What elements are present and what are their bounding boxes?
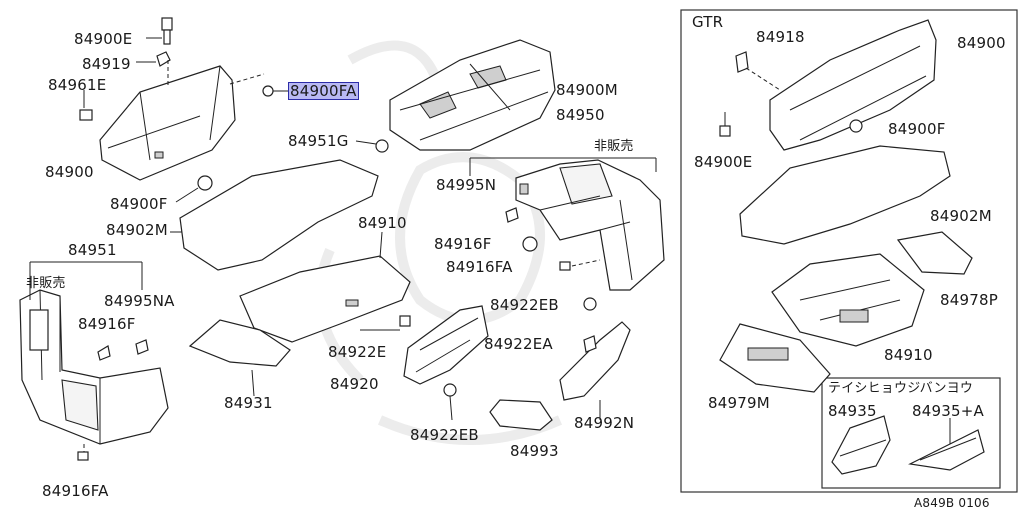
label-not-sold-left: 非販売 <box>26 276 66 291</box>
label-84931[interactable]: 84931 <box>224 394 273 412</box>
clip-84995na <box>135 339 149 355</box>
clip-84922eb-top <box>583 297 597 311</box>
clip-84922e <box>399 315 411 327</box>
clip-84900f-left <box>175 175 213 203</box>
clip-84919 <box>156 51 171 67</box>
label-84902m-right[interactable]: 84902M <box>930 207 992 225</box>
clip-84900fa <box>262 85 288 97</box>
label-84922ea[interactable]: 84922EA <box>484 335 553 353</box>
label-84900e-top[interactable]: 84900E <box>74 30 133 48</box>
screw-84916fa-left <box>77 444 89 461</box>
trunk-floor-84910-right <box>771 253 925 347</box>
mat-84902m-left <box>179 159 379 271</box>
label-sub-box-title: テイシヒョウジバンヨウ <box>828 381 974 396</box>
screw-84961e <box>79 90 93 121</box>
label-84900f-left[interactable]: 84900F <box>110 195 168 213</box>
label-84935a[interactable]: 84935+A <box>912 402 984 420</box>
label-84922e[interactable]: 84922E <box>328 343 387 361</box>
side-trim-84920 <box>399 305 489 385</box>
side-panel-84900-right <box>719 19 937 151</box>
trunk-floor-84910 <box>239 255 411 343</box>
clip-84916f-mid <box>522 236 538 252</box>
label-84935[interactable]: 84935 <box>828 402 877 420</box>
trunk-lid-trim-84900m <box>389 39 556 151</box>
sub-box-frame <box>821 377 1001 489</box>
label-84900-left[interactable]: 84900 <box>45 163 94 181</box>
part-84935 <box>831 415 891 475</box>
clip-84900f-right <box>849 119 863 133</box>
clip-84922ea <box>583 335 597 353</box>
label-84995n[interactable]: 84995N <box>436 176 497 194</box>
label-84918[interactable]: 84918 <box>756 28 805 46</box>
label-84979m[interactable]: 84979M <box>708 394 770 412</box>
label-84978p[interactable]: 84978P <box>940 291 998 309</box>
label-84951g[interactable]: 84951G <box>288 132 349 150</box>
label-84910-right[interactable]: 84910 <box>884 346 933 364</box>
screw-84900e-top <box>146 17 173 45</box>
side-panel-84900-left <box>99 65 236 181</box>
label-84995na[interactable]: 84995NA <box>104 292 175 310</box>
trim-strip-84993 <box>443 383 553 431</box>
label-84922eb-top[interactable]: 84922EB <box>490 296 559 314</box>
clip-84951g <box>375 139 389 153</box>
label-84992n[interactable]: 84992N <box>574 414 635 432</box>
mat-84931 <box>188 319 291 367</box>
label-84922eb-bottom[interactable]: 84922EB <box>410 426 479 444</box>
label-84900-right[interactable]: 84900 <box>957 34 1006 52</box>
footer-code: A849B 0106 <box>914 496 990 510</box>
label-84919[interactable]: 84919 <box>82 55 131 73</box>
label-84902m-left[interactable]: 84902M <box>106 221 168 239</box>
label-84916fa-left[interactable]: 84916FA <box>42 482 109 500</box>
label-84950[interactable]: 84950 <box>556 106 605 124</box>
cover-84978p <box>896 231 973 275</box>
clip-84995n <box>505 207 519 223</box>
label-84993[interactable]: 84993 <box>510 442 559 460</box>
screw-84900e-right <box>719 112 731 137</box>
part-84935a <box>908 418 985 471</box>
spare-tire-box-84951 <box>19 289 169 445</box>
screw-84916fa-mid <box>559 259 601 271</box>
label-gtr-title: GTR <box>692 13 724 31</box>
clip-84916f-left <box>97 345 111 361</box>
label-84916f-left[interactable]: 84916F <box>78 315 136 333</box>
label-84961e[interactable]: 84961E <box>48 76 107 94</box>
label-84916f-mid[interactable]: 84916F <box>434 235 492 253</box>
gtr-frame <box>680 9 1018 493</box>
mat-84902m-right <box>739 145 951 245</box>
label-not-sold-mid: 非販売 <box>594 139 634 154</box>
label-84900m[interactable]: 84900M <box>556 81 618 99</box>
mat-84979m <box>719 323 831 393</box>
label-84910-mid[interactable]: 84910 <box>358 214 407 232</box>
bracket-84918 <box>735 51 749 73</box>
spare-tire-box-84950 <box>515 159 665 291</box>
clip-84922eb-bottom <box>443 383 457 397</box>
label-84920[interactable]: 84920 <box>330 375 379 393</box>
label-84951[interactable]: 84951 <box>68 241 117 259</box>
label-84900e-right[interactable]: 84900E <box>694 153 753 171</box>
label-84900fa-highlighted[interactable]: 84900FA <box>288 82 359 100</box>
trim-strip-84992n <box>559 297 631 420</box>
label-84900f-right[interactable]: 84900F <box>888 120 946 138</box>
label-84916fa-mid[interactable]: 84916FA <box>446 258 513 276</box>
